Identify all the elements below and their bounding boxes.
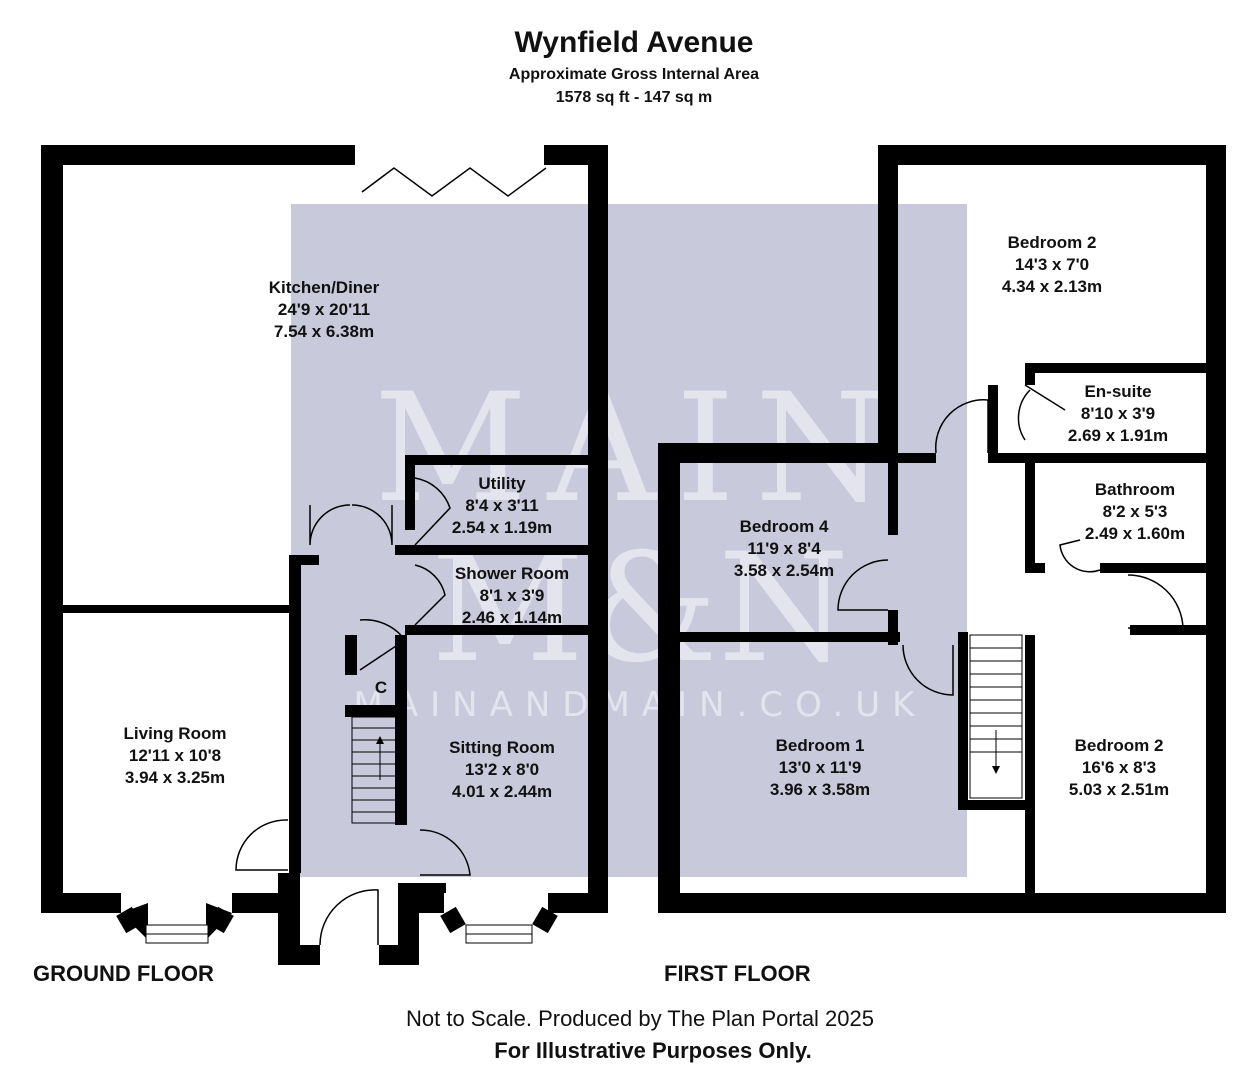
first-floor-label: FIRST FLOOR bbox=[664, 961, 811, 986]
room-name: Bedroom 2 bbox=[1074, 736, 1164, 755]
room-metric: 5.03 x 2.51m bbox=[1068, 780, 1170, 799]
first-floor-doors bbox=[837, 384, 1184, 696]
room-metric: 4.34 x 2.13m bbox=[1001, 277, 1103, 296]
room-living-room: Living Room 12'11 x 10'8 3.94 x 3.25m bbox=[124, 723, 227, 789]
room-name: Kitchen/Diner bbox=[268, 278, 380, 297]
watermark-url-text: MAINANDMAIN.CO.UK bbox=[354, 685, 927, 725]
room-metric: 4.01 x 2.44m bbox=[451, 782, 553, 801]
room-name: Shower Room bbox=[454, 564, 570, 583]
ground-floor-doors bbox=[235, 167, 547, 946]
room-metric: 2.49 x 1.60m bbox=[1084, 524, 1186, 543]
room-sitting-room: Sitting Room 13'2 x 8'0 4.01 x 2.44m bbox=[449, 737, 555, 803]
room-metric: 2.54 x 1.19m bbox=[451, 518, 553, 537]
area-value: 1578 sq ft - 147 sq m bbox=[555, 89, 713, 106]
room-bedroom-4: Bedroom 4 11'9 x 8'4 3.58 x 2.54m bbox=[734, 516, 834, 582]
room-en-suite: En-suite 8'10 x 3'9 2.69 x 1.91m bbox=[1068, 381, 1168, 447]
room-imperial: 13'2 x 8'0 bbox=[464, 760, 540, 779]
room-imperial: 16'6 x 8'3 bbox=[1081, 758, 1157, 777]
room-name: Bedroom 2 bbox=[1007, 233, 1097, 252]
room-bedroom-1: Bedroom 1 13'0 x 11'9 3.96 x 3.58m bbox=[770, 735, 870, 801]
room-name: Living Room bbox=[123, 724, 227, 743]
room-metric: 2.46 x 1.14m bbox=[461, 608, 563, 627]
room-imperial: 8'4 x 3'11 bbox=[465, 496, 539, 515]
room-kitchen-diner: Kitchen/Diner 24'9 x 20'11 7.54 x 6.38m bbox=[269, 277, 380, 343]
room-imperial: 8'2 x 5'3 bbox=[1102, 502, 1168, 521]
footer-illustrative: For Illustrative Purposes Only. bbox=[494, 1038, 812, 1063]
ground-floor-label: GROUND FLOOR bbox=[33, 961, 214, 986]
room-name: Utility bbox=[478, 474, 526, 493]
cupboard-label: C bbox=[374, 678, 388, 697]
room-imperial: 8'10 x 3'9 bbox=[1080, 404, 1156, 423]
area-label: Approximate Gross Internal Area bbox=[508, 66, 760, 83]
room-metric: 3.58 x 2.54m bbox=[733, 561, 835, 580]
room-name: Sitting Room bbox=[449, 738, 555, 757]
room-name: Bedroom 1 bbox=[775, 736, 865, 755]
room-metric: 7.54 x 6.38m bbox=[273, 322, 375, 341]
room-name: En-suite bbox=[1084, 382, 1152, 401]
room-metric: 3.94 x 3.25m bbox=[124, 768, 226, 787]
room-imperial: 8'1 x 3'9 bbox=[479, 586, 545, 605]
room-bathroom: Bathroom 8'2 x 5'3 2.49 x 1.60m bbox=[1085, 479, 1185, 545]
room-imperial: 24'9 x 20'11 bbox=[277, 300, 371, 319]
room-imperial: 13'0 x 11'9 bbox=[778, 758, 862, 777]
room-bedroom-2-lower: Bedroom 2 16'6 x 8'3 5.03 x 2.51m bbox=[1069, 735, 1169, 801]
ground-stairs bbox=[351, 716, 397, 824]
room-name: Bedroom 4 bbox=[739, 517, 829, 536]
room-imperial: 14'3 x 7'0 bbox=[1014, 255, 1090, 274]
room-imperial: 11'9 x 8'4 bbox=[747, 539, 821, 558]
room-bedroom-2-upper: Bedroom 2 14'3 x 7'0 4.34 x 2.13m bbox=[1002, 232, 1102, 298]
room-metric: 2.69 x 1.91m bbox=[1067, 426, 1169, 445]
first-floor-walls bbox=[658, 145, 1226, 913]
plan-title: Wynfield Avenue bbox=[514, 26, 754, 59]
first-stairs bbox=[969, 634, 1023, 799]
room-imperial: 12'11 x 10'8 bbox=[128, 746, 222, 765]
footer-disclaimer: Not to Scale. Produced by The Plan Porta… bbox=[406, 1006, 874, 1031]
room-shower-room: Shower Room 8'1 x 3'9 2.46 x 1.14m bbox=[455, 563, 569, 629]
ground-floor-walls bbox=[41, 145, 608, 965]
room-name: Bathroom bbox=[1094, 480, 1176, 499]
ground-bay-windows bbox=[116, 903, 558, 944]
room-utility: Utility 8'4 x 3'11 2.54 x 1.19m bbox=[452, 473, 552, 539]
room-metric: 3.96 x 3.58m bbox=[769, 780, 871, 799]
